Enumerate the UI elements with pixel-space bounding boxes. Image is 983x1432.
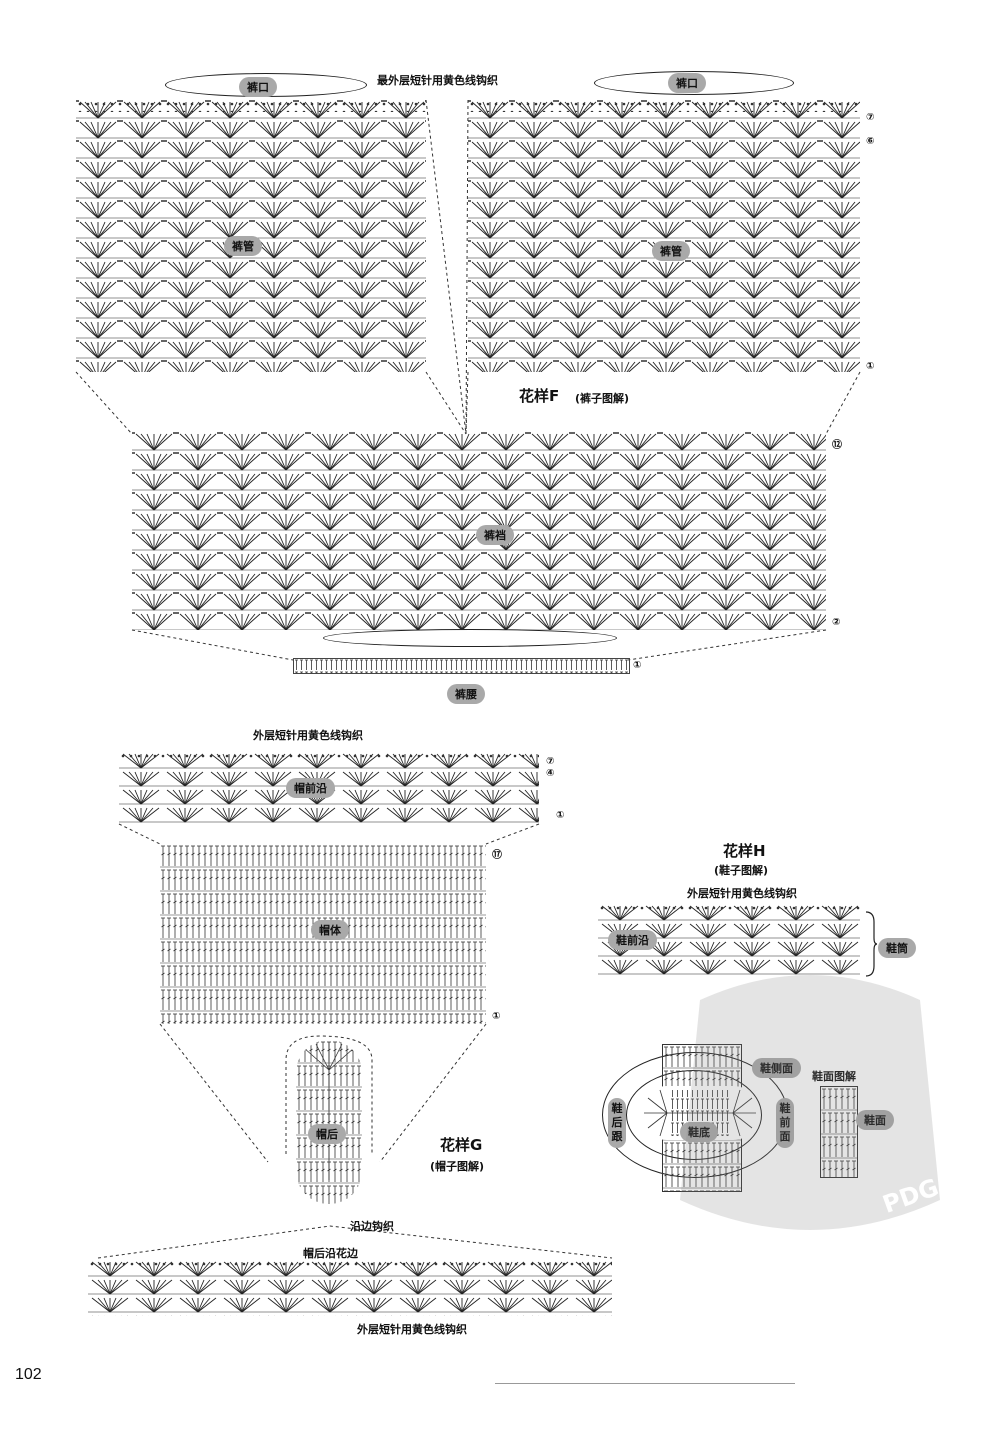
back-edge-chart — [88, 1260, 612, 1316]
shoe-brim-label: 鞋前沿 — [608, 930, 657, 950]
body-row-1: ① — [492, 1011, 501, 1022]
shoe-sole-chart — [640, 1086, 760, 1140]
row-marker-6: ⑥ — [866, 136, 875, 147]
shoe-side-label: 鞋侧面 — [752, 1058, 801, 1078]
hat-body-label: 帽体 — [311, 920, 349, 940]
cuff-right-oval — [594, 71, 794, 95]
crotch-oval — [323, 629, 617, 647]
body-row-17: ⑰ — [492, 850, 502, 861]
shoe-front-label: 鞋前面 — [776, 1098, 794, 1148]
edge-caption: 沿边钩织 — [350, 1220, 394, 1233]
hat-back-chart — [296, 1040, 362, 1204]
shoe-sole-label: 鞋底 — [680, 1122, 718, 1142]
shoe-tube-label: 鞋筒 — [878, 938, 916, 958]
row-marker-12: ⑫ — [832, 440, 842, 451]
cuff-right-label: 裤口 — [668, 73, 706, 93]
hat-back-label: 帽后 — [308, 1124, 346, 1144]
pattern-f-subtitle: (裤子图解) — [575, 392, 630, 405]
leg-right-label: 裤管 — [652, 241, 690, 261]
waist-label: 裤腰 — [447, 684, 485, 704]
pattern-f-top-caption: 最外层短针用黄色线钩织 — [377, 74, 498, 87]
brim-row-4: ④ — [546, 768, 555, 779]
page-number: 102 — [15, 1366, 42, 1383]
pattern-f-title: 花样F — [519, 387, 560, 405]
pattern-f-connectors — [75, 99, 861, 661]
pattern-g-top-caption: 外层短针用黄色线钩织 — [253, 729, 363, 742]
brim-row-7: ⑦ — [546, 756, 555, 767]
row-marker-waist-1: ① — [633, 660, 642, 671]
footer-rule — [495, 1383, 795, 1384]
right-leg-chart — [468, 100, 860, 372]
shoe-heel-label: 鞋后跟 — [608, 1098, 626, 1148]
pattern-g-subtitle: (帽子图解) — [430, 1160, 485, 1173]
pattern-h-subtitle: (鞋子图解) — [714, 864, 769, 877]
vamp-diagram-caption: 鞋面图解 — [812, 1070, 856, 1083]
waist-chart — [293, 658, 630, 674]
vamp-chart — [820, 1086, 858, 1178]
row-marker-7: ⑦ — [866, 112, 875, 123]
pattern-h-title: 花样H — [723, 842, 766, 860]
row-marker-2: ② — [832, 617, 841, 628]
brim-row-1: ① — [556, 810, 565, 821]
pattern-g-title: 花样G — [440, 1136, 483, 1154]
pattern-h-top-caption: 外层短针用黄色线钩织 — [687, 887, 797, 900]
cuff-left-label: 裤口 — [239, 77, 277, 97]
pattern-g-bottom-caption: 外层短针用黄色线钩织 — [357, 1323, 467, 1336]
tube-bracket — [865, 911, 878, 977]
row-marker-leg-1: ① — [866, 361, 875, 372]
pattern-g-connectors — [97, 823, 613, 1259]
hat-brim-label: 帽前沿 — [286, 778, 335, 798]
crotch-label: 裤裆 — [476, 525, 514, 545]
leg-left-label: 裤管 — [224, 236, 262, 256]
back-edge-caption: 帽后沿花边 — [303, 1247, 358, 1260]
vamp-label: 鞋面 — [856, 1110, 894, 1130]
